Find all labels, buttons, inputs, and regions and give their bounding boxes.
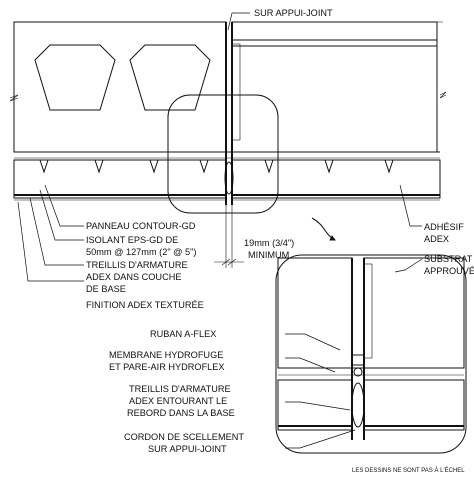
label-dim-2: MINIMUM — [248, 250, 289, 260]
joint-dimension — [214, 205, 244, 268]
label-membrane-2: ET PARE-AIR HYDROFLEX — [109, 362, 225, 372]
label-panneau-contour: PANNEAU CONTOUR-GD — [86, 221, 196, 231]
label-treillis-3: DE BASE — [86, 284, 126, 294]
label-treillis2-1: TREILLIS D'ARMATURE — [129, 384, 231, 394]
label-cordon-1: CORDON DE SCELLEMENT — [124, 432, 244, 442]
label-sur-appui-joint-top: SUR APPUI-JOINT — [254, 8, 333, 18]
enlarged-detail — [275, 254, 467, 454]
label-membrane-1: MEMBRANE HYDROFUGE — [109, 350, 223, 360]
label-treillis2-3: REBORD DANS LA BASE — [127, 408, 235, 418]
label-treillis-2: ADEX DANS COUCHE — [86, 272, 181, 282]
label-treillis-1: TREILLIS D'ARMATURE — [86, 260, 188, 270]
steel-stud-wall — [231, 21, 447, 153]
label-adhesif-1: ADHÉSIF — [424, 222, 464, 232]
label-finition: FINITION ADEX TEXTURÉE — [86, 300, 204, 310]
leader-lines — [17, 12, 423, 449]
label-adhesif-2: ADEX — [424, 234, 449, 244]
label-isolant-2: 50mm @ 127mm (2" @ 5") — [86, 247, 196, 257]
label-dim-1: 19mm (3/4") — [244, 238, 294, 248]
label-substrat-1: SUBSTRAT — [424, 254, 473, 264]
label-ruban: RUBAN A-FLEX — [150, 329, 216, 339]
label-treillis2-2: ADEX ENTOURANT LE — [129, 396, 227, 406]
concrete-panel — [9, 21, 227, 153]
label-isolant-1: ISOLANT EPS-GD DE — [86, 235, 178, 245]
label-cordon-2: SUR APPUI-JOINT — [148, 444, 227, 454]
label-substrat-2: APPROUVÉ — [424, 266, 474, 276]
eps-insulation-band — [13, 159, 441, 201]
footer-note: LES DESSINS NE SONT PAS À L'ÉCHEL — [352, 467, 465, 474]
